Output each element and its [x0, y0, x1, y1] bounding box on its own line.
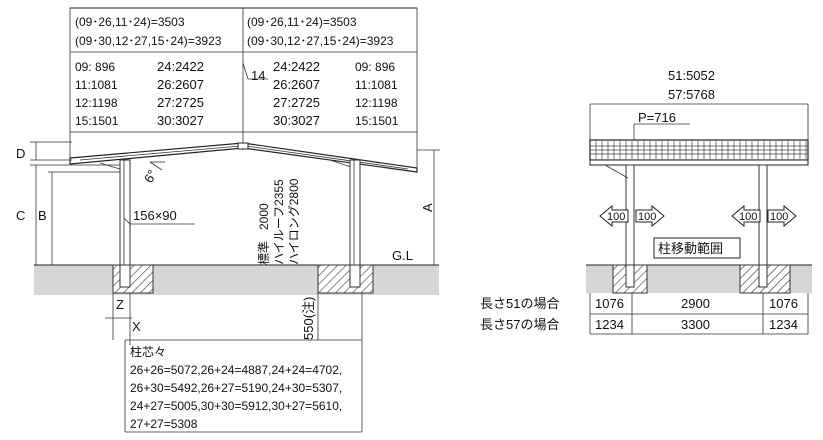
row-value: 1076 [769, 296, 798, 311]
ground-band [34, 265, 439, 295]
table-left-a: 09: 896 11:1081 12:1198 15:1501 [75, 60, 119, 128]
move-value: 100 [607, 211, 625, 223]
post-size-label: 156×90 [133, 208, 177, 223]
row-value: 1234 [769, 317, 798, 332]
table-cell: 30:3027 [157, 113, 204, 128]
row-value: 2900 [681, 296, 710, 311]
table-cell: 26:2607 [273, 77, 320, 92]
move-arrow-right-group: 100 100 [731, 204, 797, 228]
table-cell: 27:2725 [273, 95, 320, 110]
pitch-line: 26+26=5072,26+24=4887,24+24=4702, [130, 363, 342, 377]
label-b: B [38, 208, 47, 223]
post-left [119, 159, 131, 266]
pitch-line: 27+27=5308 [130, 417, 198, 431]
gl-label: G.L [392, 248, 413, 263]
row-value: 1076 [595, 296, 624, 311]
post-right [349, 159, 361, 266]
right-side-view: 51:5052 57:5768 P=716 100 100 100 100 [480, 68, 812, 335]
table-cell: 11:1081 [355, 78, 398, 92]
table-cell: 09: 896 [355, 60, 395, 74]
move-value: 100 [739, 211, 757, 223]
overlap-label: 14 [251, 68, 265, 83]
move-value: 100 [770, 211, 788, 223]
row-label: 長さ57の場合 [480, 317, 559, 332]
move-range-box [653, 237, 741, 259]
height-high-roof: ハイルーフ2355 [272, 179, 286, 265]
width-57-label: 57:5768 [668, 87, 715, 102]
table-cell: 15:1501 [75, 114, 119, 128]
table-cell: 24:2422 [157, 59, 204, 74]
label-a: A [420, 203, 435, 212]
table-cell: 24:2422 [273, 59, 320, 74]
move-range-label: 柱移動範囲 [658, 241, 723, 256]
table-cell: 09: 896 [75, 60, 115, 74]
foundation-right [317, 264, 374, 294]
span-right-line1: (09･26,11･24)=3503 [247, 15, 357, 29]
angle-label: 6° [141, 167, 160, 185]
label-x: X [132, 319, 141, 334]
move-value: 100 [638, 211, 656, 223]
row-label: 長さ51の場合 [480, 296, 559, 311]
table-cell: 11:1081 [75, 78, 118, 92]
label-z: Z [116, 297, 124, 312]
table-cell: 27:2725 [157, 95, 204, 110]
table-cell: 12:1198 [355, 96, 398, 110]
table-cell: 30:3027 [273, 113, 320, 128]
pitch-p-label: P=716 [638, 110, 676, 125]
pitch-line: 24+27=5005,30+30=5912,30+27=5610, [130, 399, 342, 413]
pitch-line: 26+30=5492,26+27=5190,24+30=5307, [130, 381, 342, 395]
table-left-b: 24:2422 26:2607 27:2725 30:3027 [157, 59, 204, 128]
depth-label: 550(注) [301, 297, 316, 340]
table-cell: 12:1198 [75, 96, 118, 110]
span-left-line1: (09･26,11･24)=3503 [75, 15, 185, 29]
height-high-long: ハイロング2800 [287, 178, 301, 265]
move-arrow-left-group: 100 100 [599, 204, 665, 228]
table-right: 09: 896 11:1081 12:1198 15:1501 [355, 60, 399, 128]
ridge-joint [237, 142, 249, 150]
height-standard-label: 標準 [256, 241, 271, 265]
label-d: D [16, 146, 25, 161]
roof-panel-grid [590, 141, 808, 159]
left-elevation-view: (09･26,11･24)=3503 (09･30,12･27,15･24)=3… [16, 7, 440, 433]
row-value: 1234 [595, 317, 624, 332]
table-cell: 26:2607 [157, 77, 204, 92]
label-c: C [16, 208, 25, 223]
span-right-line2: (09･30,12･27,15･24)=3923 [247, 34, 394, 48]
span-left-line2: (09･30,12･27,15･24)=3923 [75, 34, 222, 48]
height-standard-value: 2000 [257, 203, 271, 230]
row-value: 3300 [681, 317, 710, 332]
width-51-label: 51:5052 [668, 68, 715, 83]
table-cell: 15:1501 [355, 114, 399, 128]
table-mid: 24:2422 26:2607 27:2725 30:3027 [273, 59, 320, 128]
pitch-title: 柱芯々 [130, 344, 166, 359]
foundation-left [112, 264, 154, 294]
